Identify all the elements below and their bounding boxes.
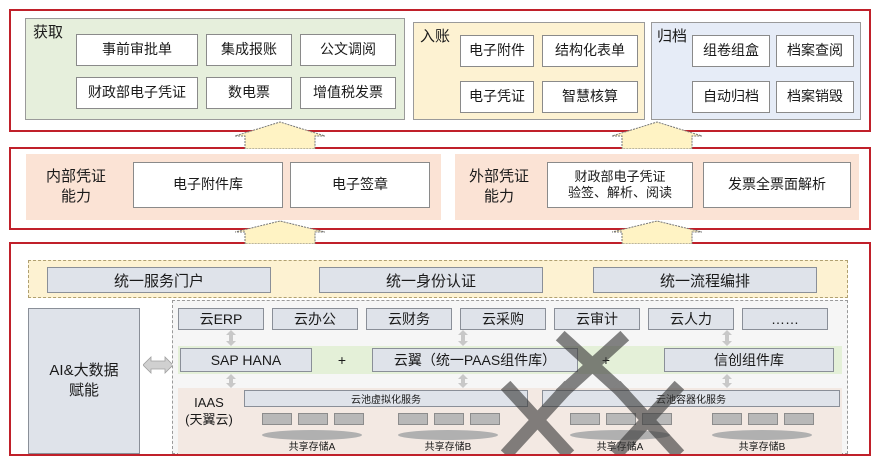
- arrow-up-icon: [612, 121, 702, 149]
- connector-icon: [722, 330, 732, 346]
- plus-sign: +: [337, 352, 347, 368]
- cloud-item: 云财务: [366, 308, 452, 330]
- virtualization-service-box: 云池虚拟化服务: [244, 390, 528, 407]
- cloud-item: 云办公: [272, 308, 358, 330]
- server-icon: [398, 413, 428, 425]
- cloud-item: 云ERP: [178, 308, 264, 330]
- archive-item: 档案查阅: [776, 35, 854, 67]
- unified-bar-item: 统一流程编排: [593, 267, 817, 293]
- server-icon: [434, 413, 464, 425]
- acquire-title: 获取: [33, 24, 64, 41]
- connector-icon: [226, 374, 236, 388]
- external-capability-title: 外部凭证 能力: [468, 168, 529, 205]
- unified-bar: 统一服务门户 统一身份认证 统一流程编排: [28, 260, 848, 298]
- arrow-up-icon: [235, 220, 325, 244]
- archive-item: 组卷组盒: [692, 35, 770, 67]
- entry-title: 入账: [420, 28, 451, 45]
- connector-icon: [226, 330, 236, 346]
- server-icon: [606, 413, 636, 425]
- entry-item: 电子凭证: [460, 81, 534, 113]
- external-item: 发票全票面解析: [703, 162, 851, 208]
- watermark: [500, 330, 685, 454]
- arrow-up-icon: [612, 220, 702, 244]
- storage-label: 共享存储B: [738, 442, 786, 453]
- internal-item: 电子附件库: [133, 162, 283, 208]
- internal-capability-title: 内部凭证 能力: [45, 168, 106, 205]
- double-arrow-icon: [143, 356, 173, 374]
- entry-panel: 入账 电子附件 结构化表单 电子凭证 智慧核算: [413, 22, 645, 120]
- top-frame: [9, 9, 871, 132]
- acquire-item: 财政部电子凭证: [76, 77, 198, 109]
- external-capability-panel: 外部凭证 能力 财政部电子凭证 验签、解析、阅读 发票全票面解析: [455, 154, 859, 220]
- storage-label: 共享存储B: [424, 442, 472, 453]
- xinchuang-box: 信创组件库: [664, 348, 834, 372]
- internal-item: 电子签章: [290, 162, 430, 208]
- server-icon: [298, 413, 328, 425]
- server-icon: [570, 413, 600, 425]
- middle-frame: [9, 147, 871, 230]
- yunyi-paas-box: 云翼（统一PAAS组件库）: [372, 348, 578, 372]
- acquire-item: 数电票: [206, 77, 292, 109]
- archive-item: 档案销毁: [776, 81, 854, 113]
- server-icon: [748, 413, 778, 425]
- entry-item: 智慧核算: [542, 81, 638, 113]
- cloud-item: 云采购: [460, 308, 546, 330]
- storage-icon: [570, 430, 670, 440]
- server-icon: [470, 413, 500, 425]
- acquire-item: 公文调阅: [300, 34, 396, 66]
- server-icon: [262, 413, 292, 425]
- acquire-item: 增值税发票: [300, 77, 396, 109]
- storage-icon: [262, 430, 362, 440]
- connector-icon: [722, 374, 732, 388]
- acquire-panel: 获取 事前审批单 集成报账 公文调阅 财政部电子凭证 数电票 增值税发票: [25, 18, 405, 120]
- acquire-item: 集成报账: [206, 34, 292, 66]
- arrow-up-icon: [235, 121, 325, 149]
- iaas-label: IAAS (天翼云): [185, 395, 233, 427]
- unified-bar-item: 统一服务门户: [47, 267, 271, 293]
- archive-title: 归档: [657, 28, 688, 45]
- server-icon: [784, 413, 814, 425]
- cloud-item: 云审计: [554, 308, 640, 330]
- acquire-item: 事前审批单: [76, 34, 198, 66]
- unified-bar-item: 统一身份认证: [319, 267, 543, 293]
- cloud-item: 云人力: [648, 308, 734, 330]
- cloud-item: ……: [742, 308, 828, 330]
- entry-item: 电子附件: [460, 35, 534, 67]
- storage-icon: [398, 430, 498, 440]
- storage-label: 共享存储A: [288, 442, 336, 453]
- archive-item: 自动归档: [692, 81, 770, 113]
- connector-icon: [458, 374, 468, 388]
- connector-icon: [458, 330, 468, 346]
- server-icon: [334, 413, 364, 425]
- archive-panel: 归档 组卷组盒 档案查阅 自动归档 档案销毁: [651, 22, 861, 120]
- storage-icon: [712, 430, 812, 440]
- server-icon: [712, 413, 742, 425]
- external-item: 财政部电子凭证 验签、解析、阅读: [547, 162, 693, 208]
- ai-bigdata-panel: AI&大数据 赋能: [28, 308, 140, 454]
- entry-item: 结构化表单: [542, 35, 638, 67]
- sap-hana-box: SAP HANA: [180, 348, 312, 372]
- internal-capability-panel: 内部凭证 能力 电子附件库 电子签章: [26, 154, 441, 220]
